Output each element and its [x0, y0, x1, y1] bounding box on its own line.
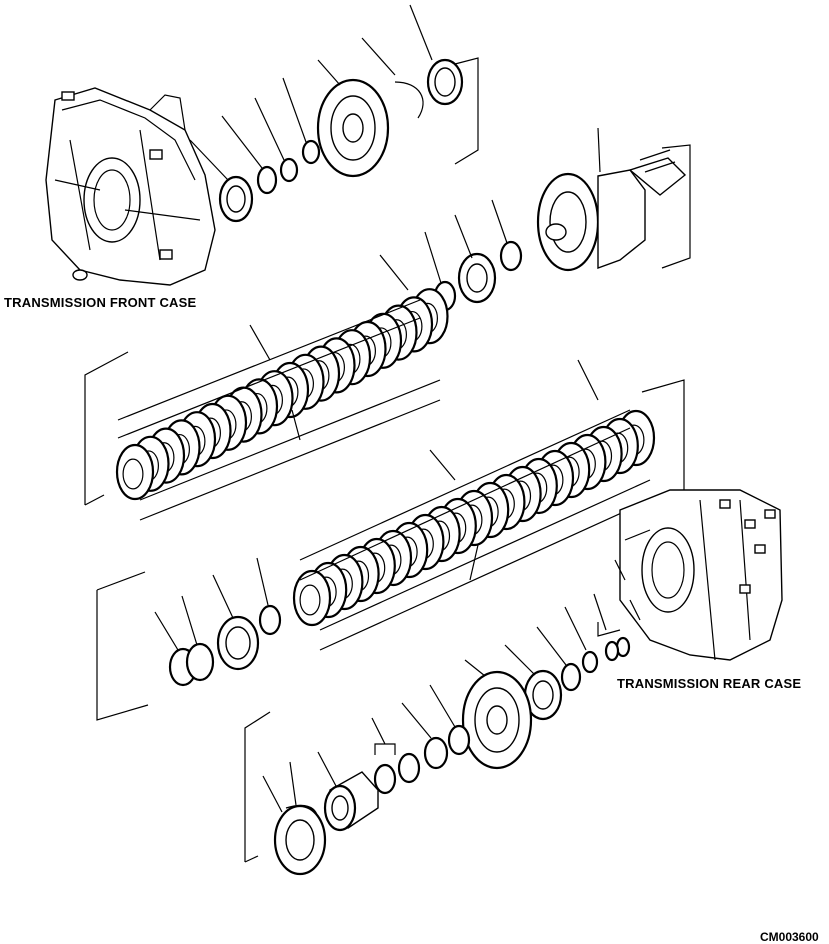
drawing-code: CM003600 [760, 930, 819, 944]
front-shaft-parts [189, 4, 479, 223]
lower-gear-train [244, 593, 631, 876]
rear-case-label: TRANSMISSION REAR CASE [617, 676, 802, 691]
clutch-disk-bore [299, 584, 321, 616]
front-case-label: TRANSMISSION FRONT CASE [4, 295, 197, 310]
upper-clutch-pack [84, 288, 449, 521]
clutch-disk-bore [122, 458, 144, 490]
clutch-disk [292, 569, 332, 627]
upper-pack-leaders [249, 254, 599, 581]
transmission-front-case [45, 87, 216, 286]
clutch-hub-shaft [424, 127, 691, 312]
mid-left-parts [96, 557, 282, 721]
transmission-rear-case [614, 489, 783, 661]
lower-clutch-pack [292, 379, 685, 651]
clutch-disk [115, 443, 155, 501]
